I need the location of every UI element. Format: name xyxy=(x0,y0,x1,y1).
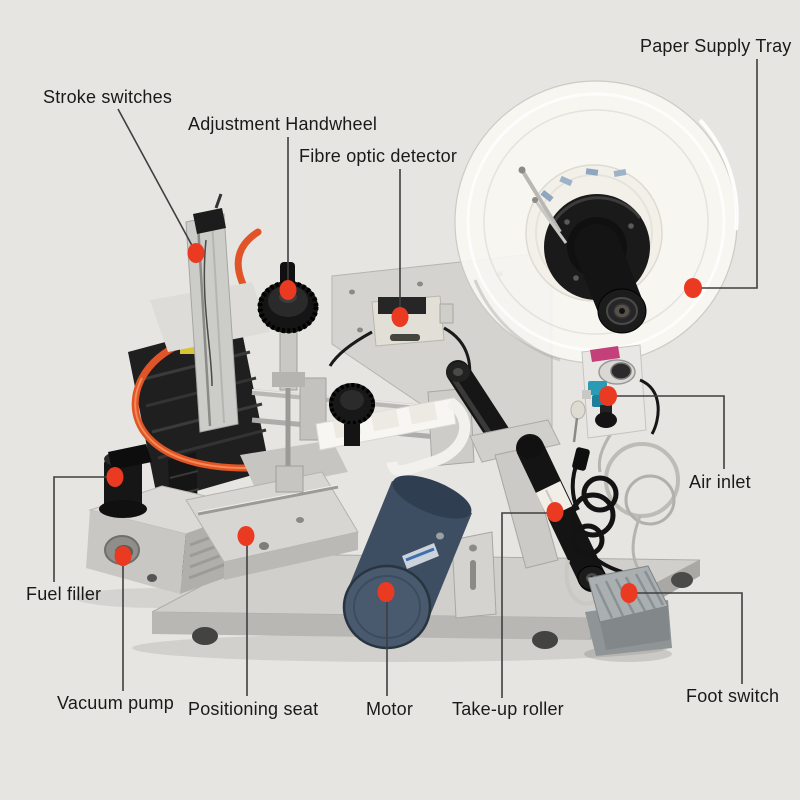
leader-foot-switch xyxy=(630,592,743,684)
leader-paper-supply-tray xyxy=(694,59,758,289)
leader-take-up-roller xyxy=(501,512,554,698)
marker-foot-switch xyxy=(620,583,638,603)
adjustment-handwheel xyxy=(257,262,319,493)
marker-stroke-switches xyxy=(187,243,205,263)
label-air-inlet: Air inlet xyxy=(689,472,751,492)
marker-air-inlet xyxy=(599,386,617,406)
fuel-filler-cap xyxy=(99,444,152,518)
leader-lines xyxy=(53,59,758,698)
marker-take-up-roller xyxy=(546,502,564,522)
marker-positioning-seat xyxy=(237,526,255,546)
label-motor: Motor xyxy=(366,699,414,719)
marker-paper-supply-tray xyxy=(684,278,702,298)
label-adjustment-handwheel: Adjustment Handwheel xyxy=(188,114,378,134)
tension-knob xyxy=(329,383,375,446)
marker-fibre-optic-detector xyxy=(391,307,409,327)
label-stroke-switches: Stroke switches xyxy=(43,87,173,107)
leader-air-inlet xyxy=(609,395,725,469)
label-positioning-seat: Positioning seat xyxy=(188,699,319,719)
marker-motor xyxy=(377,582,395,602)
label-vacuum-pump: Vacuum pump xyxy=(57,693,174,713)
fibre-optic-detector xyxy=(328,295,472,393)
right-support-bracket xyxy=(451,419,561,619)
leader-fuel-filler xyxy=(53,476,114,582)
leader-stroke-switches xyxy=(117,108,196,252)
label-paper-supply-tray: Paper Supply Tray xyxy=(640,36,792,56)
stroke-switch-tower xyxy=(150,193,270,433)
positioning-seat xyxy=(185,440,359,580)
marker-fuel-filler xyxy=(106,467,124,487)
label-fibre-optic-detector: Fibre optic detector xyxy=(299,146,458,166)
label-fuel-filler: Fuel filler xyxy=(26,584,102,604)
label-foot-switch: Foot switch xyxy=(686,686,780,706)
label-take-up-roller: Take-up roller xyxy=(452,699,564,719)
part-markers xyxy=(106,243,702,603)
marker-vacuum-pump xyxy=(114,546,132,566)
paper-supply-roll xyxy=(454,80,739,364)
marker-adjustment-handwheel xyxy=(279,280,297,300)
